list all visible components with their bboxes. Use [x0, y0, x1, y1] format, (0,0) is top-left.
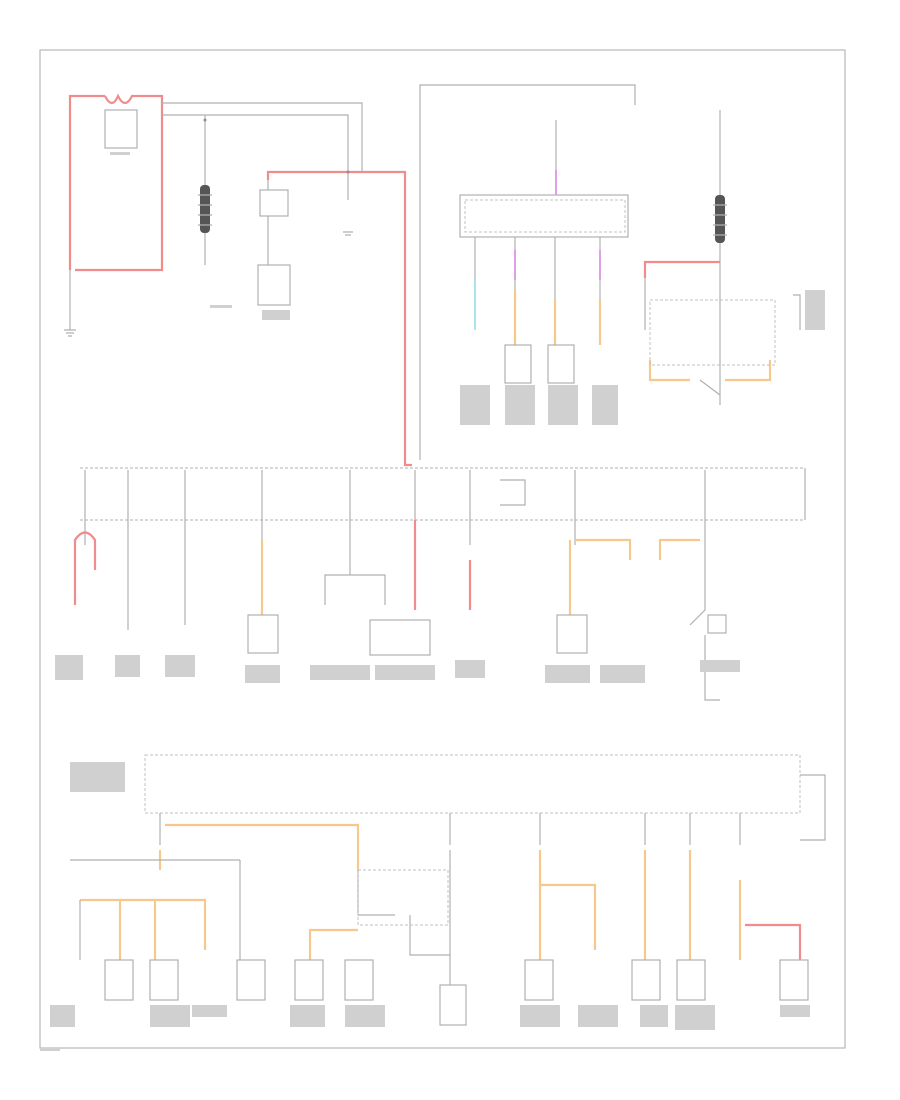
right-fuse-icon — [713, 195, 727, 243]
starter-motor-box — [257, 264, 291, 306]
module-box-c — [247, 614, 279, 654]
lower-fuse-panel — [144, 754, 801, 814]
ground-symbol — [64, 329, 76, 337]
module-box-d — [369, 619, 431, 656]
starter-relay-box — [259, 189, 289, 217]
bus-red-drops — [73, 520, 472, 610]
ignition-switch-box — [707, 614, 727, 634]
bus-drops — [84, 470, 706, 545]
right-relay-orange — [648, 360, 772, 382]
starter-solenoid-wire — [266, 170, 412, 467]
main-feed-wire — [419, 84, 636, 460]
generator-feed-wire — [162, 102, 363, 265]
fuse-block-section — [459, 120, 629, 384]
fuse-out-pink — [514, 250, 601, 280]
module-box-a — [504, 344, 532, 384]
diagram-border — [39, 49, 846, 1049]
right-relay-red-wire — [643, 260, 720, 278]
fuse-block-inner — [464, 199, 626, 233]
fuse-block-box — [459, 194, 629, 238]
lower-orange-branches — [80, 850, 742, 960]
ignition-switch — [689, 545, 720, 701]
bottom-component-row — [104, 959, 809, 1026]
illegible-label-marks — [40, 152, 825, 1051]
generator-fuse-icon — [198, 185, 212, 233]
battery-box — [104, 109, 138, 149]
lower-orange-feed — [158, 823, 360, 870]
right-relay-section — [643, 110, 801, 405]
fuse-out-orange — [513, 290, 602, 345]
battery-positive-cable — [68, 94, 164, 272]
fusible-link-symbol — [104, 93, 140, 105]
lower-red-wire — [745, 923, 802, 960]
relay-box-lower — [357, 869, 449, 926]
right-relay-box — [649, 299, 776, 366]
battery-starter-section — [64, 93, 412, 467]
module-box-b — [547, 344, 575, 384]
module-box-e — [556, 614, 588, 654]
bus-orange-drops — [260, 538, 700, 615]
starter-ground — [343, 231, 353, 236]
